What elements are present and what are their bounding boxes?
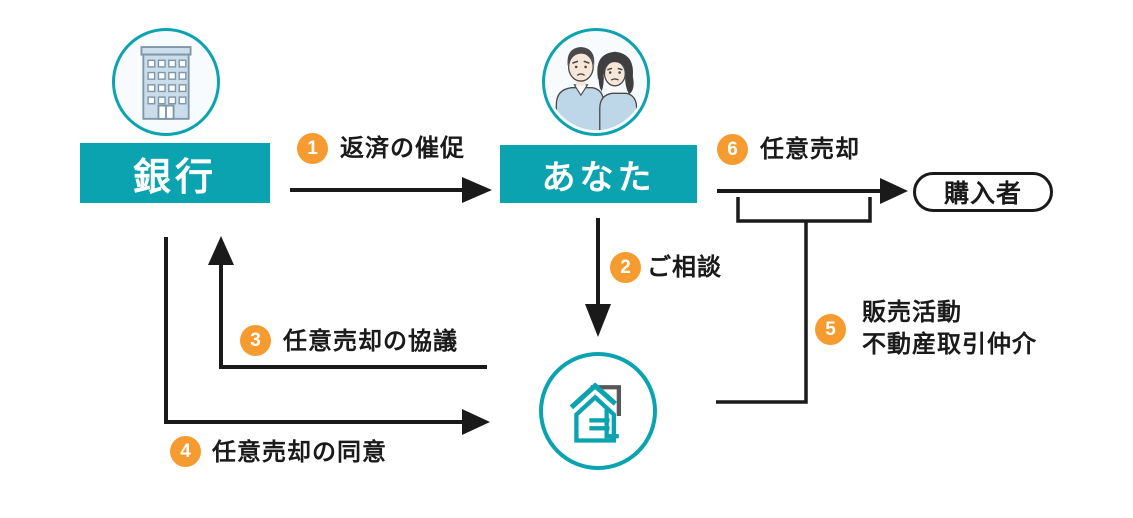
step-label-6: 任意売却: [760, 136, 860, 163]
step-badge-5: 5: [815, 314, 846, 345]
bank-label-box: 銀行: [80, 143, 270, 203]
step-label-3: 任意売却の協議: [283, 328, 458, 355]
connector-step5-company-brokerage-bracket: [716, 197, 872, 404]
company-avatar: [539, 352, 657, 470]
step-label-1: 返済の催促: [340, 135, 465, 162]
you-label-box: あなた: [500, 145, 697, 203]
arrow-step2-you-to-company: [585, 218, 611, 337]
step-badge-2: 2: [610, 252, 641, 283]
bank-label: 銀行: [132, 156, 217, 199]
arrow-step1-bank-to-you: [290, 177, 492, 203]
arrow-step4-bank-to-company: [164, 237, 490, 435]
step-badge-3: 3: [240, 325, 271, 356]
step-badge-4: 4: [170, 436, 201, 467]
bank-building-icon: [140, 46, 192, 120]
bank-avatar: [112, 28, 220, 136]
you-avatar: [542, 28, 650, 136]
step-badge-6: 6: [717, 134, 748, 165]
buyer-label: 購入者: [943, 180, 1022, 208]
step-badge-1: 1: [297, 133, 328, 164]
you-label: あなた: [541, 158, 656, 197]
arrow-step6-you-to-buyer: [717, 178, 908, 204]
step-label-2: ご相談: [647, 254, 722, 281]
step-label-5: 販売活動 不動産取引仲介: [862, 297, 1037, 361]
worried-couple-icon: [555, 47, 638, 131]
step-label-5-line1: 販売活動: [862, 299, 962, 326]
arrow-step3-company-to-bank: [208, 236, 487, 369]
step-label-4: 任意売却の同意: [212, 439, 387, 466]
buyer-pill: 購入者: [913, 172, 1053, 212]
step-label-5-line2: 不動産取引仲介: [862, 331, 1037, 358]
house-logo-icon: [569, 382, 622, 443]
